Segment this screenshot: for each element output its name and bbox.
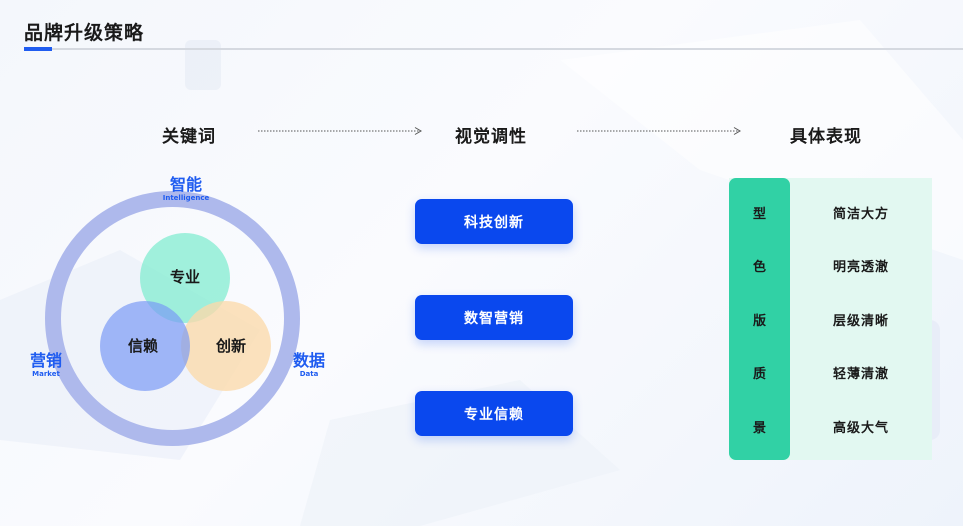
title-accent-bar [24,47,52,51]
dotted-arrow-2 [577,127,741,135]
expression-value-color: 明亮透澈 [832,259,889,275]
tone-tech-innovation: 科技创新 [415,199,573,244]
title-divider [24,48,963,50]
expression-key-shape: 型 [752,206,766,222]
tone-digital-marketing: 数智营销 [415,295,573,340]
circle-trust: 信赖 [100,301,190,391]
column-head-visual-tone: 视觉调性 [455,127,527,147]
dotted-arrow-1 [258,127,422,135]
circle-trust-label: 信赖 [127,336,158,355]
tone-professional-trust: 专业信赖 [415,391,573,436]
circle-innovation: 创新 [181,301,271,391]
expression-value-texture: 轻薄清澈 [832,366,889,382]
expression-key-layout: 版 [752,313,766,329]
column-head-keywords: 关键词 [162,127,216,147]
expression-key-color: 色 [752,259,766,275]
expression-value-shape: 简洁大方 [832,206,889,222]
circle-professional-label: 专业 [169,267,200,286]
ring-label-market: 营销 Market [29,351,62,379]
ring-label-intelligence: 智能 Intelligence [162,175,210,203]
column-head-expression: 具体表现 [790,127,862,147]
expression-value-layout: 层级清晰 [832,313,889,329]
page-title: 品牌升级策略 [24,22,145,44]
expression-key-scene: 景 [752,420,766,436]
ring-label-data: 数据 Data [292,351,325,379]
keyword-venn-diagram: 专业 创新 信赖 智能 Intelligence 营销 Market 数据 Da… [28,176,328,466]
circle-innovation-label: 创新 [215,336,246,355]
expression-value-scene: 高级大气 [832,420,889,436]
expression-key-column [729,178,790,460]
expression-key-texture: 质 [752,366,766,382]
